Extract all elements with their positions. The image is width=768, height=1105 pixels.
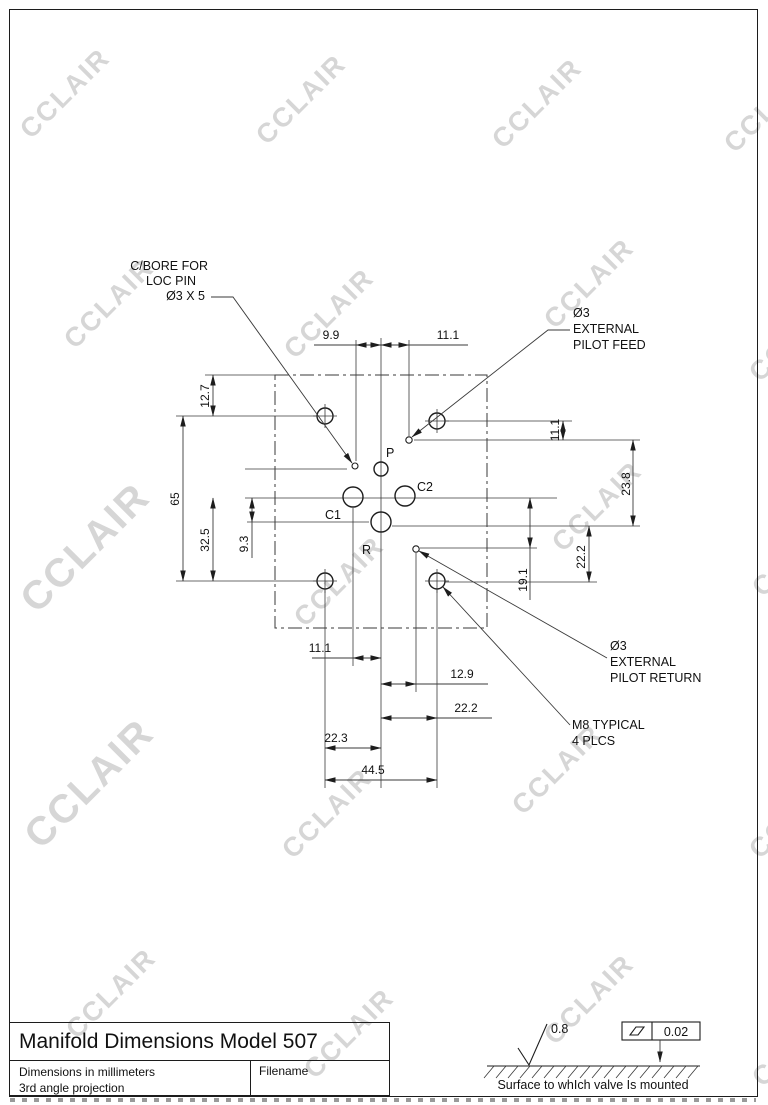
dim-right-19-1: 19.1 xyxy=(516,568,530,592)
dim-bottom-22-2: 22.2 xyxy=(454,701,478,715)
dim-left-65: 65 xyxy=(168,492,182,506)
callout-cbore-line2: LOC PIN xyxy=(146,274,196,288)
dimension-labels: 9.9 11.1 12.7 65 32.5 9.3 11.1 23.8 22.2… xyxy=(168,328,633,777)
bolt-hole-bl xyxy=(313,569,337,593)
port-labels: P C2 C1 R xyxy=(325,446,433,557)
pilot-feed-hole xyxy=(405,436,413,444)
callout-feed-line1: Ø3 xyxy=(573,306,590,320)
leader-lines xyxy=(211,296,608,726)
port-c2-circle xyxy=(394,485,416,507)
locpin-hole xyxy=(351,462,359,470)
port-circles xyxy=(342,436,420,553)
dim-left-9-3: 9.3 xyxy=(237,535,251,552)
drawing-notes: Dimensions in millimeters 3rd angle proj… xyxy=(10,1061,250,1095)
port-label-r: R xyxy=(362,543,371,557)
surface-finish: 0.8 0.02 Surface to whIch valve Is mount… xyxy=(483,1021,701,1092)
leader-pilot-return xyxy=(418,550,608,659)
dim-right-22-2: 22.2 xyxy=(574,545,588,569)
dim-right-23-8: 23.8 xyxy=(619,472,633,496)
port-label-c2: C2 xyxy=(417,480,433,494)
bolt-hole-br xyxy=(425,569,449,593)
port-r-circle xyxy=(370,511,392,533)
roughness-symbol xyxy=(517,1023,548,1067)
callout-labels: C/BORE FOR LOC PIN Ø3 X 5 Ø3 EXTERNAL PI… xyxy=(130,259,701,748)
flatness-value: 0.02 xyxy=(664,1025,688,1039)
dim-top-11-1: 11.1 xyxy=(437,328,460,342)
dim-bottom-11-1: 11.1 xyxy=(309,641,332,655)
callout-m8-line1: M8 TYPICAL xyxy=(572,718,645,732)
callout-return-line2: EXTERNAL xyxy=(610,655,676,669)
leader-pilot-feed xyxy=(411,329,570,438)
units-note: Dimensions in millimeters xyxy=(19,1065,156,1079)
port-label-c1: C1 xyxy=(325,508,341,522)
bolt-hole-tl xyxy=(313,404,337,428)
flatness-icon xyxy=(628,1026,646,1036)
port-label-p: P xyxy=(386,446,394,460)
dim-right-11-1: 11.1 xyxy=(548,418,562,441)
callout-return-line3: PILOT RETURN xyxy=(610,671,701,685)
dim-top-9-9: 9.9 xyxy=(323,328,340,342)
dim-bottom-12-9: 12.9 xyxy=(450,667,474,681)
port-c1-circle xyxy=(342,486,364,508)
dim-bottom-44-5: 44.5 xyxy=(361,763,385,777)
projection-note: 3rd angle projection xyxy=(19,1081,125,1096)
centerlines xyxy=(245,338,557,788)
mount-surface-note: Surface to whIch valve Is mounted xyxy=(497,1078,688,1092)
leader-cbore xyxy=(211,296,353,464)
extension-lines xyxy=(176,340,640,788)
leader-m8 xyxy=(442,586,571,726)
bolt-hole-tr xyxy=(425,409,449,433)
filename-cell: Filename xyxy=(250,1061,389,1095)
dim-left-12-7: 12.7 xyxy=(198,384,212,408)
pilot-return-hole xyxy=(412,545,420,553)
bolt-holes xyxy=(313,404,449,593)
roughness-value: 0.8 xyxy=(551,1022,568,1036)
callout-feed-line2: EXTERNAL xyxy=(573,322,639,336)
dim-left-32-5: 32.5 xyxy=(198,528,212,552)
callout-feed-line3: PILOT FEED xyxy=(573,338,646,352)
callout-return-line1: Ø3 xyxy=(610,639,627,653)
dimension-lines xyxy=(180,342,636,783)
port-p-circle xyxy=(373,461,389,477)
title-block: Manifold Dimensions Model 507 Dimensions… xyxy=(9,1022,390,1096)
callout-cbore-line1: C/BORE FOR xyxy=(130,259,208,273)
drawing-title: Manifold Dimensions Model 507 xyxy=(9,1022,390,1060)
mount-surface-hatch xyxy=(483,1065,699,1079)
callout-m8-line2: 4 PLCS xyxy=(572,734,615,748)
flatness-frame: 0.02 xyxy=(621,1021,701,1041)
callout-cbore-line3: Ø3 X 5 xyxy=(166,289,205,303)
sheet-edge-ticks xyxy=(10,1098,756,1102)
dim-bottom-22-3: 22.3 xyxy=(324,731,348,745)
